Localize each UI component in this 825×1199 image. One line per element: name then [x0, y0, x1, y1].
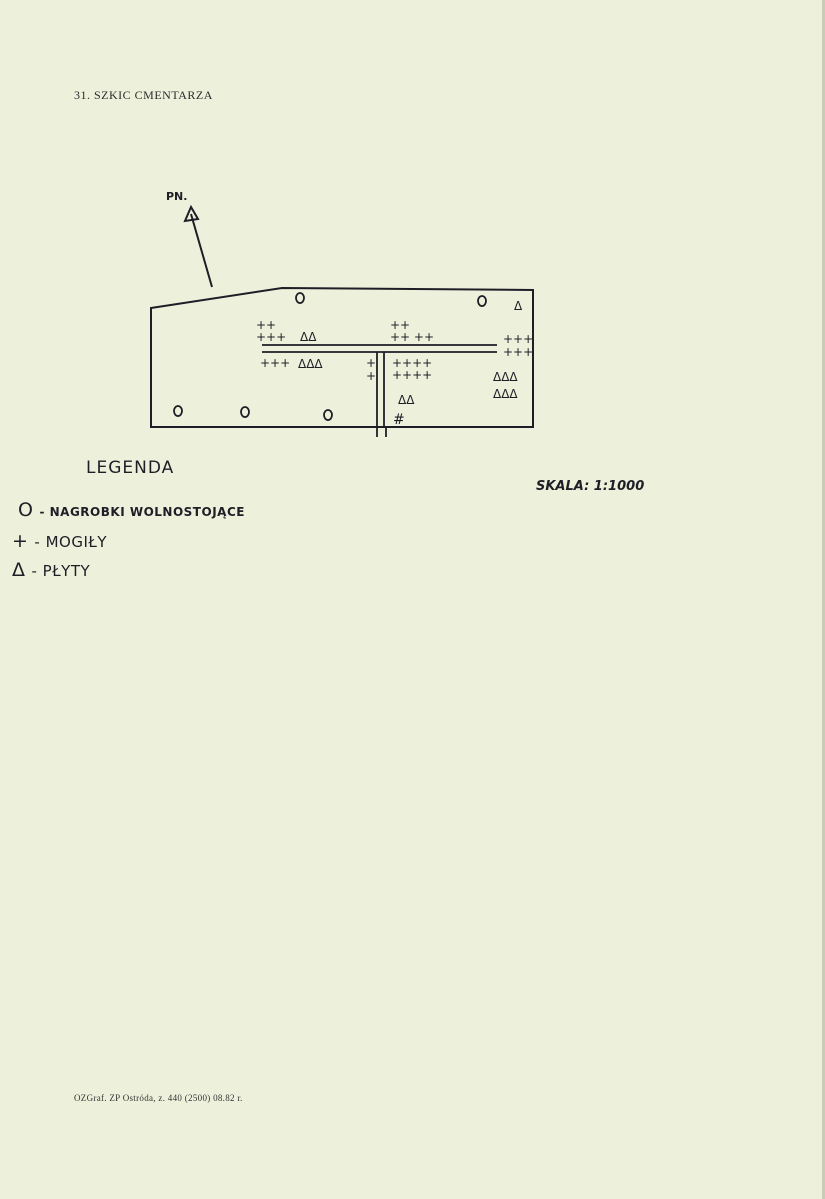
legend-label: - MOGIŁY [34, 533, 107, 551]
scale-label: SKALA: 1:1000 [536, 479, 645, 494]
slab-markers: ΔΔ Δ ΔΔΔ ΔΔΔ ΔΔΔ ΔΔ [298, 299, 523, 407]
svg-text:++: ++ [256, 318, 276, 332]
legend-row-slabs: Δ - PŁYTY [12, 559, 90, 581]
legend-symbol-triangle-icon: Δ [12, 559, 26, 581]
svg-text:++ ++: ++ ++ [390, 330, 434, 344]
svg-text:+++: +++ [256, 330, 286, 344]
svg-text:ΔΔΔ: ΔΔΔ [493, 387, 518, 401]
svg-text:#: # [393, 412, 405, 428]
svg-text:++++: ++++ [392, 368, 432, 382]
legend-row-tombstones: O - NAGROBKI WOLNOSTOJĄCE [18, 499, 245, 521]
print-footer: OZGraf. ZP Ostróda, z. 440 (2500) 08.82 … [74, 1093, 243, 1103]
north-label: PN. [166, 190, 188, 203]
north-arrow-icon [183, 204, 213, 288]
svg-text:+: + [366, 356, 376, 370]
legend-row-graves: + - MOGIŁY [12, 530, 107, 552]
legend-title: LEGENDA [86, 458, 175, 478]
svg-text:++: ++ [390, 318, 410, 332]
cemetery-paths [262, 344, 497, 437]
svg-text:+: + [366, 369, 376, 383]
legend-symbol-circle-icon: O [18, 499, 34, 521]
legend-label: - NAGROBKI WOLNOSTOJĄCE [39, 505, 245, 519]
svg-text:Δ: Δ [514, 299, 523, 313]
svg-text:+++: +++ [503, 332, 533, 346]
svg-text:+++: +++ [503, 345, 533, 359]
svg-text:ΔΔΔ: ΔΔΔ [298, 357, 323, 371]
svg-text:ΔΔ: ΔΔ [300, 330, 317, 344]
tombstone-markers [173, 292, 487, 421]
legend-symbol-cross-icon: + [12, 530, 29, 552]
cemetery-boundary [150, 286, 534, 428]
svg-text:+++: +++ [260, 356, 290, 370]
legend-label: - PŁYTY [31, 562, 91, 580]
svg-text:++++: ++++ [392, 356, 432, 370]
grave-markers: ++ +++ ++ ++ ++ +++ +++ +++ + + ++++ +++… [256, 318, 533, 428]
page-heading: 31. SZKIC CMENTARZA [74, 88, 213, 102]
svg-text:ΔΔΔ: ΔΔΔ [493, 370, 518, 384]
svg-text:ΔΔ: ΔΔ [398, 393, 415, 407]
